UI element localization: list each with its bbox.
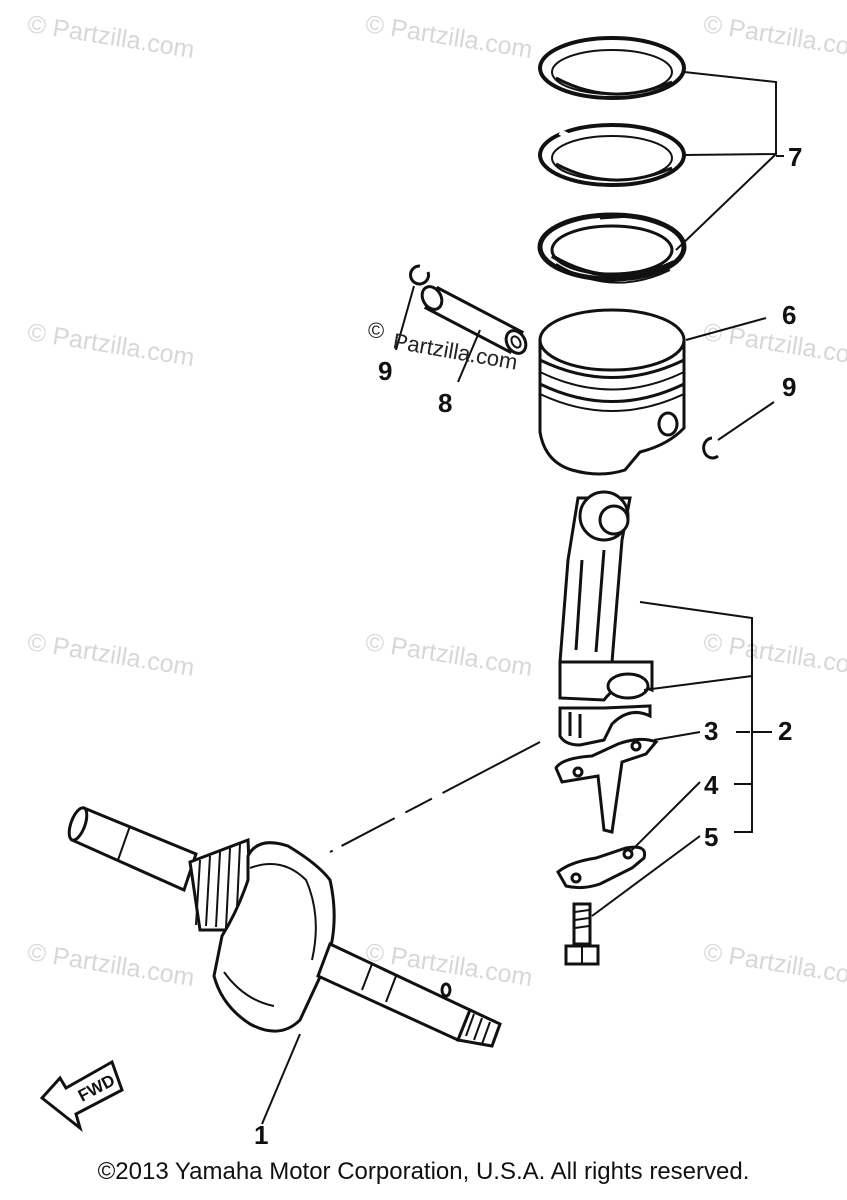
- fwd-arrow-icon: [39, 1059, 124, 1133]
- connecting-rod-bolt[interactable]: [564, 902, 600, 966]
- circlip-left[interactable]: [409, 264, 430, 286]
- callout-3: 3: [704, 716, 718, 746]
- circlip-right[interactable]: [702, 436, 719, 460]
- connecting-rod[interactable]: [558, 490, 654, 702]
- callout-5: 5: [704, 822, 718, 852]
- callout-7: 7: [788, 142, 802, 172]
- callout-4: 4: [704, 770, 719, 800]
- callout-9-right: 9: [782, 372, 796, 402]
- piston-ring-oil[interactable]: [537, 212, 687, 284]
- piston-ring-top[interactable]: [538, 36, 686, 100]
- callout-6: 6: [782, 300, 796, 330]
- callout-9-left: 9: [378, 356, 392, 386]
- center-watermark-symbol: ©: [368, 318, 384, 343]
- callout-1: 1: [254, 1120, 268, 1150]
- piston-pin[interactable]: [418, 283, 530, 357]
- copyright-footer: ©2013 Yamaha Motor Corporation, U.S.A. A…: [97, 1158, 750, 1185]
- callout-2: 2: [778, 716, 792, 746]
- piston[interactable]: [538, 308, 686, 476]
- bolt-plate[interactable]: [556, 845, 647, 890]
- locking-plate[interactable]: [554, 737, 659, 834]
- crankshaft[interactable]: [66, 806, 502, 1048]
- piston-ring-second[interactable]: [538, 123, 686, 187]
- leader-lines: [261, 71, 784, 1125]
- connecting-rod-cap[interactable]: [558, 704, 652, 747]
- callout-8: 8: [438, 388, 452, 418]
